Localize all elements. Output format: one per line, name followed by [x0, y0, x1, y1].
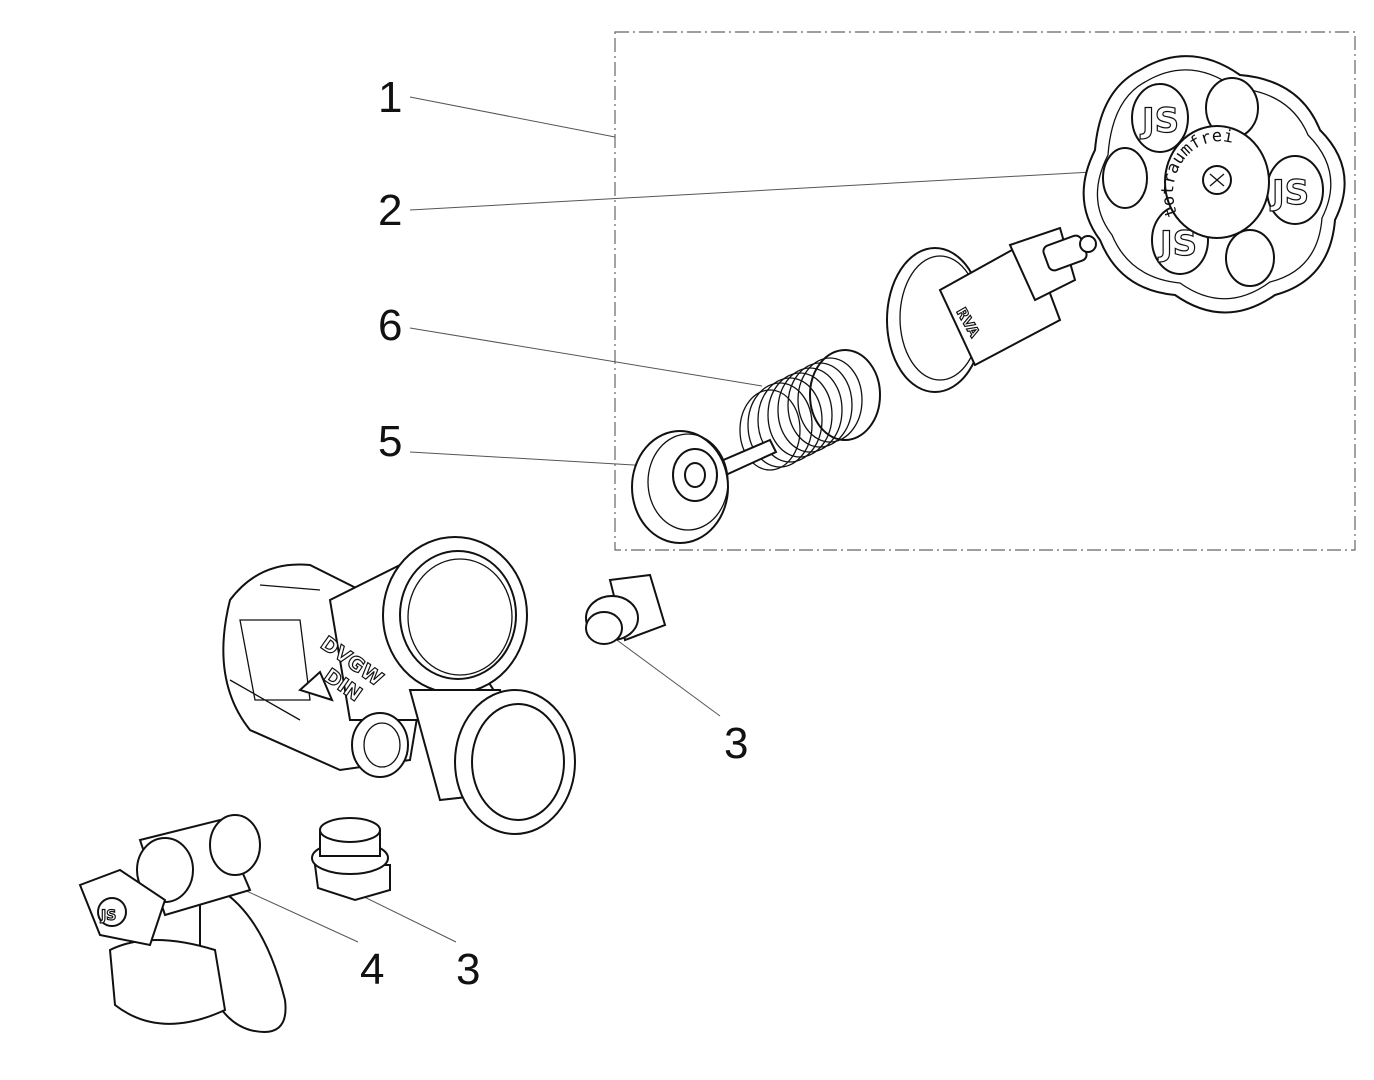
callout-1: 1: [378, 73, 402, 122]
drain-valve-logo: JS: [100, 908, 116, 924]
callout-5: 5: [378, 417, 402, 466]
handwheel-logo: JS: [1140, 101, 1179, 141]
callout-3-lower: 3: [456, 945, 480, 994]
leader-lines: [204, 96, 1093, 943]
plug-upper: [585, 573, 667, 645]
callout-3-upper: 3: [724, 719, 748, 768]
handwheel-logo: JS: [1270, 173, 1309, 213]
callout-2: 2: [378, 186, 402, 235]
callout-4: 4: [360, 945, 384, 994]
valve-disc: [631, 430, 778, 544]
drain-valve: JS: [78, 814, 287, 1033]
valve-body: DVGW DIN: [222, 536, 576, 835]
spring: [739, 349, 881, 471]
bonnet-spindle: RVA: [886, 226, 1097, 393]
handwheel: JS JS JS totraumfrei: [1082, 55, 1346, 314]
assembly-boundary: [614, 31, 1356, 551]
plug-lower: [311, 817, 391, 902]
callout-6: 6: [378, 301, 402, 350]
handwheel-logo: JS: [1158, 224, 1197, 264]
